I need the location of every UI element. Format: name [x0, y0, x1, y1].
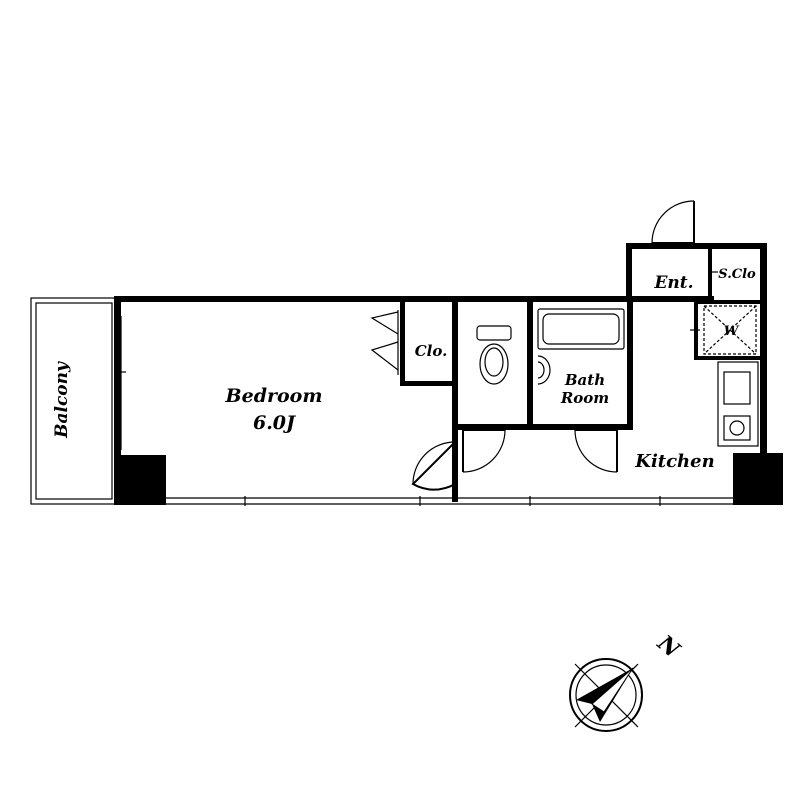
entrance-label: Ent. — [653, 273, 693, 293]
kitchen-label: Kitchen — [634, 451, 714, 472]
toilet-fixture — [476, 325, 512, 385]
bath-label-line2: Room — [560, 389, 609, 407]
basin — [537, 355, 551, 385]
shoe-closet-label: S.Clo — [718, 267, 756, 282]
closet-label: Clo. — [415, 342, 448, 360]
balcony-window — [114, 316, 126, 450]
bathtub — [537, 308, 625, 350]
north-compass-icon — [569, 658, 643, 732]
bedroom-size-label: 6.0J — [253, 412, 297, 434]
bath-label-line1: Bath — [564, 371, 605, 389]
entrance-door — [651, 200, 695, 244]
toilet-door — [462, 429, 506, 473]
washer-space — [690, 305, 757, 355]
bedroom-label: Bedroom — [225, 385, 323, 407]
south-facade — [166, 496, 733, 506]
kitchen-counter — [717, 361, 759, 447]
balcony — [30, 297, 118, 505]
bedroom-door — [411, 439, 456, 491]
washer-label: W — [724, 324, 740, 339]
balcony-label: Balcony — [52, 361, 72, 439]
bath-door — [574, 429, 618, 473]
north-label: N — [652, 630, 686, 664]
closet-doors — [370, 310, 399, 375]
